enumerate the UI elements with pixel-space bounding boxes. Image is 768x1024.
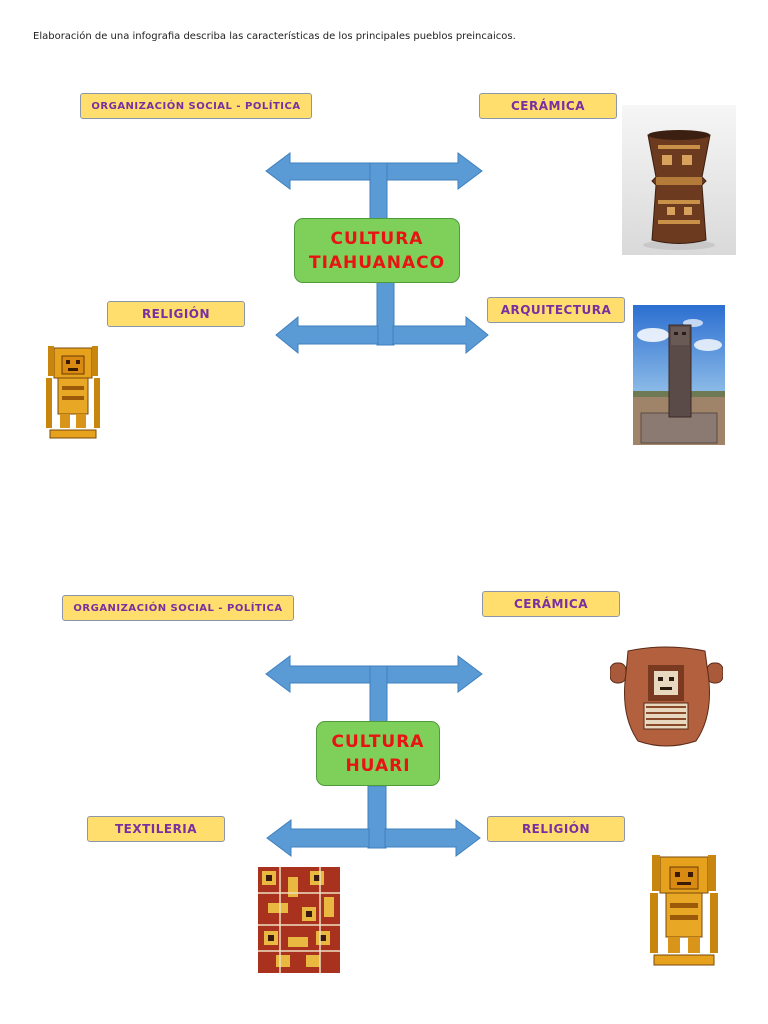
- label-text: ORGANIZACIÓN SOCIAL - POLÍTICA: [73, 602, 283, 614]
- label-ceramica-tiahuanaco: CERÁMICA: [479, 93, 617, 119]
- label-text: CERÁMICA: [510, 99, 586, 113]
- label-text: TEXTILERIA: [114, 822, 198, 836]
- center-title-line2: HUARI: [345, 755, 411, 776]
- stem-tiahuanaco-top: [369, 162, 388, 221]
- arrow-tiahuanaco-top-left: [265, 152, 373, 190]
- huari-jar-image: [610, 645, 723, 749]
- arrow-huari-top-left: [265, 655, 373, 693]
- stem-huari-top: [369, 665, 388, 723]
- label-organizacion-tiahuanaco: ORGANIZACIÓN SOCIAL - POLÍTICA: [80, 93, 312, 119]
- label-ceramica-huari: CERÁMICA: [482, 591, 620, 617]
- label-organizacion-huari: ORGANIZACIÓN SOCIAL - POLÍTICA: [62, 595, 294, 621]
- center-title-line2: TIAHUANACO: [308, 252, 446, 273]
- kero-vessel-image: [622, 105, 736, 255]
- arrow-huari-bottom-right: [384, 819, 481, 857]
- intro-text: Elaboración de una infografia describa l…: [33, 31, 516, 42]
- stem-tiahuanaco-bottom: [376, 281, 395, 346]
- staff-god-huari-image: [646, 853, 722, 969]
- center-box-huari: CULTURA HUARI: [316, 721, 440, 786]
- label-text: ARQUITECTURA: [500, 303, 612, 317]
- label-text: RELIGIÓN: [521, 822, 591, 836]
- arrow-huari-bottom-left: [266, 819, 370, 857]
- monolith-image: [633, 305, 725, 445]
- label-textileria-huari: TEXTILERIA: [87, 816, 225, 842]
- staff-god-image: [42, 344, 104, 442]
- arrow-tiahuanaco-top-right: [385, 152, 483, 190]
- center-title-line1: CULTURA: [331, 731, 425, 752]
- stem-huari-bottom: [367, 785, 387, 849]
- label-religion-tiahuanaco: RELIGIÓN: [107, 301, 245, 327]
- center-box-tiahuanaco: CULTURA TIAHUANACO: [294, 218, 460, 283]
- label-arquitectura-tiahuanaco: ARQUITECTURA: [487, 297, 625, 323]
- label-text: ORGANIZACIÓN SOCIAL - POLÍTICA: [91, 100, 301, 112]
- label-text: RELIGIÓN: [141, 307, 211, 321]
- label-text: CERÁMICA: [513, 597, 589, 611]
- label-religion-huari: RELIGIÓN: [487, 816, 625, 842]
- arrow-tiahuanaco-bottom-left: [275, 315, 379, 355]
- center-title-line1: CULTURA: [330, 228, 424, 249]
- huari-textile-image: [258, 867, 340, 973]
- arrow-tiahuanaco-bottom-right: [392, 315, 489, 355]
- arrow-huari-top-right: [385, 655, 483, 693]
